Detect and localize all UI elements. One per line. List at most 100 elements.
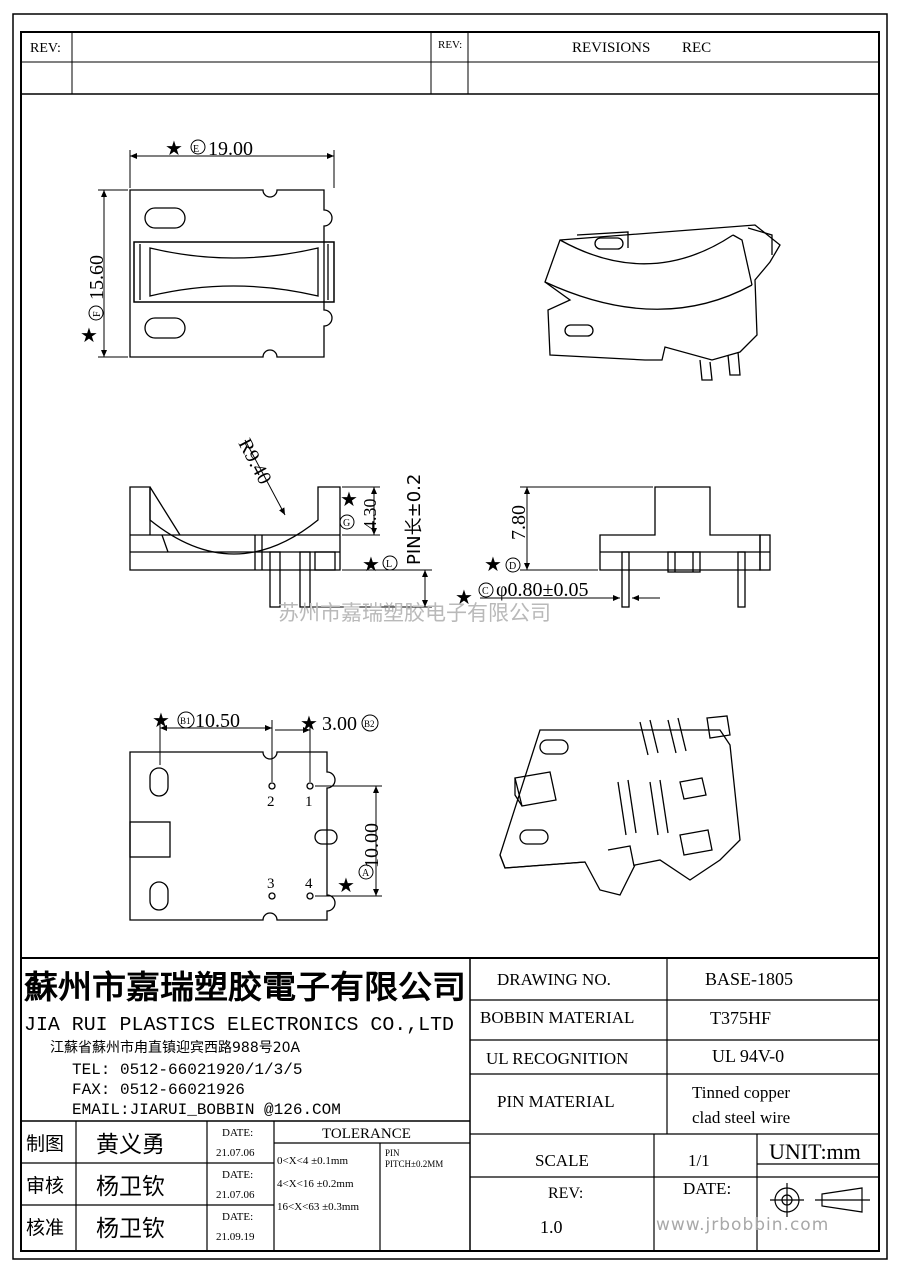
dim-b2: 3.00 [322,713,357,735]
pin-label-3: 3 [267,876,275,892]
outer-frame [12,13,888,1260]
tag-f: F [92,311,103,317]
company-address: 江蘇省蘇州市甪直镇迎宾西路988号20A [50,1039,301,1056]
company-fax: FAX: 0512-66021926 [72,1081,245,1099]
tag-c: C [482,586,489,597]
approval-role-review: 审核 [26,1175,64,1197]
tag-l: L [386,559,392,570]
approval-date-review: 21.07.06 [216,1189,255,1201]
approval-datelabel-draw: DATE: [222,1127,253,1139]
material-label: BOBBIN MATERIAL [480,1008,634,1027]
dim-radius: R9.40 [234,435,276,488]
radius-leader [244,439,286,516]
scale-value: 1/1 [688,1151,710,1170]
star-c: ★ [455,585,473,609]
tolerance-row-3: 16<X<63 ±0.3mm [277,1201,359,1213]
tag-c-circle [478,582,494,598]
pin-label-4: 4 [305,876,313,892]
side-height-dim [520,486,653,571]
rev-value: 1.0 [540,1217,563,1237]
approval-name-approve: 杨卫钦 [96,1216,165,1242]
approval-datelabel-approve: DATE: [222,1211,253,1223]
front-view [129,486,341,608]
top-height-dim [98,189,128,358]
approval-role-approve: 核准 [26,1217,64,1239]
ul-label: UL RECOGNITION [486,1049,628,1068]
tag-d-circle [505,557,521,573]
pin-material-2: clad steel wire [692,1108,790,1127]
dim-side-height: 7.80 [508,505,530,540]
b1-dim [159,720,273,782]
approval-date-draw: 21.07.06 [216,1147,255,1159]
dim-pin-length: PIN长±0.2 [404,474,425,565]
tag-a-circle [358,864,374,880]
star-b1: ★ [152,708,170,732]
title-block-lines [21,957,879,1251]
drawing-no: BASE-1805 [705,969,793,989]
company-name-cn: 蘇州市嘉瑞塑胶電子有限公司 [24,968,466,1006]
star-e: ★ [165,136,183,160]
ul-value: UL 94V-0 [712,1046,784,1066]
tolerance-title: TOLERANCE [322,1126,411,1142]
approval-name-draw: 黄义勇 [96,1132,165,1158]
tag-e: E [193,144,199,155]
dim-b1: 10.50 [195,710,240,732]
unit-label: UNIT:mm [769,1139,861,1164]
dim-width: 19.00 [208,138,253,160]
dim-g: 4.30 [360,499,380,531]
rev-label-bottom: REV: [548,1185,583,1202]
watermark: 苏州市嘉瑞塑胶电子有限公司 [278,601,551,625]
tag-b1: B1 [180,716,191,726]
tag-a: A [362,868,370,879]
iso-view-top [544,224,781,381]
star-b2: ★ [300,711,318,735]
drawing-no-label: DRAWING NO. [497,970,611,989]
revisions-heading: REVISIONS [572,40,650,56]
tag-g-circle [339,514,355,530]
a-dim [315,785,382,897]
pin-length-dim [312,569,432,608]
star-f: ★ [80,323,98,347]
iso-view-bottom [499,715,741,896]
company-email: EMAIL:JIARUI_BOBBIN @126.COM [72,1101,341,1119]
tag-b1-circle [177,711,195,729]
approval-date-approve: 21.09.19 [216,1231,255,1243]
side-view [599,486,771,608]
tag-b2: B2 [364,719,375,729]
star-a: ★ [337,873,355,897]
pin-material-1: Tinned copper [692,1083,790,1102]
pin-label-2: 2 [267,794,275,810]
rev-label-mid: REV: [438,39,462,51]
rev-label-left: REV: [30,41,61,56]
dim-a: 10.00 [361,823,383,868]
company-name-en: JIA RUI PLASTICS ELECTRONICS CO.,LTD [24,1014,454,1036]
scale-label: SCALE [535,1151,589,1170]
tolerance-row-2: 4<X<16 ±0.2mm [277,1178,354,1190]
revision-header [21,32,879,95]
b2-dim [275,725,311,782]
star-g: ★ [340,487,358,511]
pin-label-1: 1 [305,794,313,810]
tag-g: G [343,518,350,529]
bottom-view [129,751,338,921]
approval-name-review: 杨卫钦 [96,1174,165,1200]
pin-material-label: PIN MATERIAL [497,1092,615,1111]
top-width-dim [129,150,335,188]
inner-frame [20,31,880,1252]
tag-e-circle [190,139,206,155]
star-d: ★ [484,552,502,576]
rec-heading: REC [682,40,711,56]
approval-datelabel-review: DATE: [222,1169,253,1181]
tag-l-circle [382,555,398,571]
tag-b2-circle [361,714,379,732]
tag-d: D [509,561,516,572]
dim-height: 15.60 [86,255,108,300]
tolerance-pin-pitch: PITCH±0.2MM [385,1159,443,1169]
projection-symbol-icon [770,1183,870,1217]
top-view [129,189,335,358]
g-dim [342,486,380,536]
star-l: ★ [362,552,380,576]
approval-role-draw: 制图 [26,1133,64,1155]
company-tel: TEL: 0512-66021920/1/3/5 [72,1061,302,1079]
